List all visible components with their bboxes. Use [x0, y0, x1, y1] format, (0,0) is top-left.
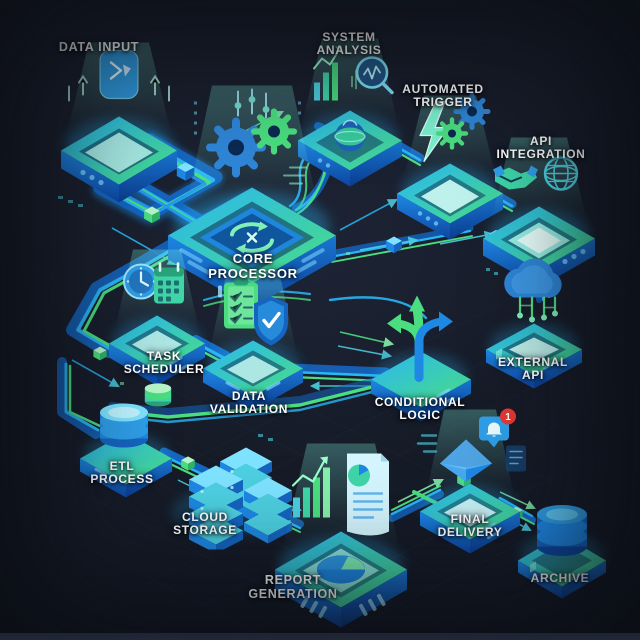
cloud-network-icon: [504, 258, 562, 323]
database-stack-icon: [144, 383, 172, 407]
status-badge: [500, 408, 516, 425]
node-final-delivery[interactable]: 1: [395, 404, 545, 565]
calendar-icon: [154, 262, 184, 304]
server-racks-icon: [189, 447, 292, 554]
lightning-bolt-icon: [419, 100, 449, 163]
node-conditional-logic[interactable]: [351, 278, 491, 433]
node-data-input[interactable]: [44, 33, 194, 208]
envelope-icon: [440, 439, 492, 482]
node-system-analysis[interactable]: [280, 31, 420, 196]
document-icon: [347, 453, 389, 536]
node-archive[interactable]: [497, 467, 627, 612]
node-external-api[interactable]: [464, 250, 604, 401]
branch-arrows-icon: [387, 295, 453, 382]
database-stack-icon: [537, 505, 587, 556]
clipboard-checklist-icon: [224, 277, 258, 329]
cursor-arrow-icon: [99, 49, 139, 100]
upload-arrows-icon: [68, 74, 170, 102]
sync-refresh-icon: [230, 221, 274, 254]
badge-count: 1: [505, 412, 511, 423]
database-stack-icon: [100, 403, 148, 448]
node-report-generation[interactable]: [251, 438, 431, 633]
shield-check-icon: [254, 296, 288, 346]
node-cloud-storage[interactable]: [153, 410, 303, 555]
clock-icon: [123, 263, 159, 300]
magnifier-icon: [355, 56, 394, 95]
node-etl-process[interactable]: [61, 365, 191, 510]
bar-chart-icon: [313, 46, 342, 101]
gear-icon: [206, 108, 298, 178]
sliders-icon: [234, 88, 270, 119]
node-core-processor[interactable]: [147, 78, 357, 313]
node-automated-trigger[interactable]: [380, 88, 520, 249]
line-chart-icon: [291, 456, 330, 518]
pie-chart-icon: [317, 555, 365, 584]
gear-icon: [435, 93, 491, 150]
node-task-scheduler[interactable]: [92, 242, 222, 397]
node-data-validation[interactable]: [183, 263, 323, 424]
globe-icon: [543, 156, 579, 191]
globe-icon: [334, 119, 366, 152]
bell-notification-icon: 1: [479, 408, 516, 448]
bottom-edge-band: [0, 633, 640, 640]
handshake-icon: [493, 165, 538, 190]
document-icon: [506, 445, 526, 472]
